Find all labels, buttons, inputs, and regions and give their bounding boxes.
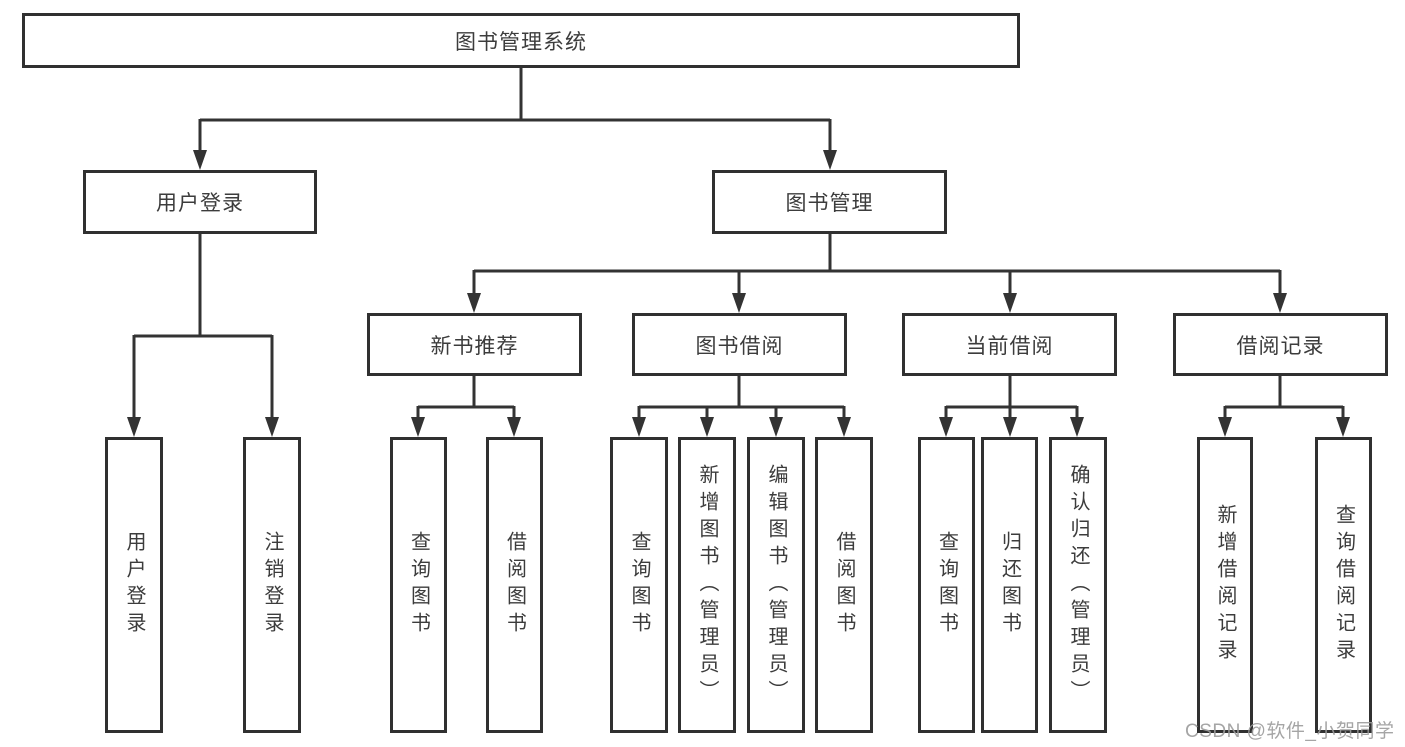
leaf-borrow-books-borrowing: 借阅图书 (815, 437, 873, 733)
leaf-confirm-return-admin: 确认归还（管理员） (1049, 437, 1107, 733)
leaf-query-books-current: 查询图书 (918, 437, 975, 733)
node-root: 图书管理系统 (22, 13, 1020, 68)
connector-new-book-children (411, 375, 521, 437)
leaf-return-books-label: 归还图书 (998, 531, 1021, 639)
leaf-user-login-label: 用户登录 (123, 531, 145, 639)
leaf-query-books-newbook: 查询图书 (390, 437, 447, 733)
leaf-query-borrow-record: 查询借阅记录 (1315, 437, 1372, 733)
leaf-query-borrow-record-label: 查询借阅记录 (1332, 504, 1355, 666)
leaf-user-login: 用户登录 (105, 437, 163, 733)
connector-borrow-records-children (1218, 375, 1350, 437)
leaf-return-books: 归还图书 (981, 437, 1038, 733)
leaf-edit-book-admin-label: 编辑图书（管理员） (765, 463, 787, 707)
node-user-login-label: 用户登录 (156, 192, 244, 215)
node-book-management: 图书管理 (712, 170, 947, 234)
leaf-query-books-newbook-label: 查询图书 (407, 531, 430, 639)
csdn-watermark: CSDN @软件_小贺同学 (1185, 721, 1395, 742)
leaf-borrow-books-borrowing-label: 借阅图书 (833, 531, 855, 639)
node-new-book-recommend-label: 新书推荐 (430, 334, 519, 358)
connector-book-borrow-children (632, 375, 851, 437)
node-book-borrowing-label: 图书借阅 (695, 334, 784, 358)
leaf-add-book-admin: 新增图书（管理员） (678, 437, 736, 733)
leaf-edit-book-admin: 编辑图书（管理员） (747, 437, 805, 733)
leaf-borrow-books-newbook: 借阅图书 (486, 437, 543, 733)
leaf-confirm-return-admin-label: 确认归还（管理员） (1067, 463, 1089, 707)
leaf-add-borrow-record-label: 新增借阅记录 (1214, 504, 1236, 666)
leaf-add-book-admin-label: 新增图书（管理员） (696, 463, 718, 707)
leaf-logout: 注销登录 (243, 437, 301, 733)
leaf-borrow-books-newbook-label: 借阅图书 (503, 531, 526, 639)
connector-book-mgmt-children (467, 233, 1287, 313)
connector-root-to-level2 (193, 68, 837, 170)
node-borrowing-records-label: 借阅记录 (1236, 334, 1325, 358)
node-user-login: 用户登录 (83, 170, 317, 234)
leaf-logout-label: 注销登录 (261, 531, 283, 639)
node-root-label: 图书管理系统 (455, 30, 587, 54)
node-borrowing-records: 借阅记录 (1173, 313, 1388, 376)
node-current-borrowing: 当前借阅 (902, 313, 1117, 376)
node-current-borrowing-label: 当前借阅 (965, 334, 1054, 358)
node-new-book-recommend: 新书推荐 (367, 313, 582, 376)
leaf-query-books-borrowing-label: 查询图书 (628, 531, 650, 639)
node-book-borrowing: 图书借阅 (632, 313, 847, 376)
leaf-query-books-borrowing: 查询图书 (610, 437, 668, 733)
leaf-add-borrow-record: 新增借阅记录 (1197, 437, 1253, 733)
connector-user-login-children (127, 234, 279, 437)
connector-current-borrow-children (939, 375, 1084, 437)
node-book-management-label: 图书管理 (785, 192, 874, 215)
leaf-query-books-current-label: 查询图书 (935, 531, 958, 639)
